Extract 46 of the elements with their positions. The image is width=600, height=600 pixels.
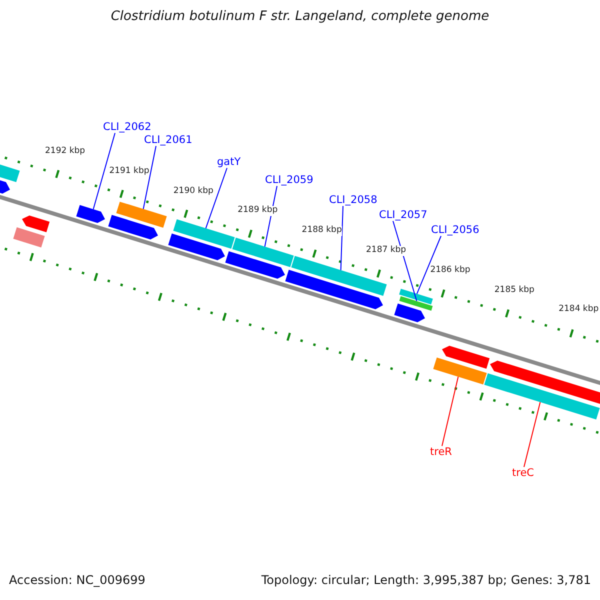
gene-label: CLI_2056	[431, 224, 480, 236]
scale-label: 2185 kbp	[494, 286, 534, 296]
gene-block	[442, 346, 490, 369]
gene-label: treC	[512, 467, 534, 480]
leader-line	[142, 146, 156, 210]
gene-label: CLI_2057	[379, 209, 428, 222]
gene-block	[399, 296, 433, 311]
gene-block	[285, 270, 383, 310]
leader-line	[340, 206, 344, 271]
gene-block	[225, 251, 285, 279]
gene-block	[116, 202, 167, 228]
leader-line	[92, 132, 116, 210]
gene-block	[13, 227, 45, 248]
scale-label: 2186 kbp	[430, 266, 470, 276]
gene-block	[232, 238, 294, 268]
gene-block	[22, 216, 50, 232]
genome-info-text: Topology: circular; Length: 3,995,387 bp; Genes: 3,781	[261, 574, 591, 588]
scale-label: 2190 kbp	[173, 186, 214, 196]
leader-line	[392, 220, 418, 302]
scale-label: 2188 kbp	[302, 226, 342, 236]
leader-line	[205, 168, 228, 229]
scale-label: 2187 kbp	[366, 246, 406, 256]
gene-block	[108, 214, 158, 240]
gene-label: treR	[430, 446, 452, 458]
accession-text: Accession: NC_009699	[9, 574, 146, 588]
scale-label: 2192 kbp	[45, 147, 86, 157]
gene-label: CLI_2061	[144, 134, 192, 146]
gene-label: CLI_2062	[103, 121, 152, 134]
gene-block	[76, 205, 105, 223]
gene-block	[291, 256, 387, 296]
gene-block	[173, 219, 235, 249]
gene-block	[484, 373, 600, 420]
leader-line	[524, 402, 541, 468]
gene-label: gatY	[217, 156, 241, 168]
gene-label: CLI_2058	[329, 194, 378, 206]
gene-label: CLI_2059	[265, 174, 314, 186]
leader-line	[416, 236, 442, 294]
title: Clostridium botulinum F str. Langeland, complete genome	[110, 10, 490, 25]
leader-line	[442, 376, 459, 446]
gene-block	[394, 304, 425, 322]
scale-label: 2184 kbp	[558, 305, 599, 316]
scale-label: 2189 kbp	[238, 206, 278, 216]
gene-block	[399, 288, 433, 304]
gene-block	[168, 234, 225, 260]
scale-label: 2191 kbp	[109, 166, 150, 177]
gene-block	[433, 358, 487, 384]
